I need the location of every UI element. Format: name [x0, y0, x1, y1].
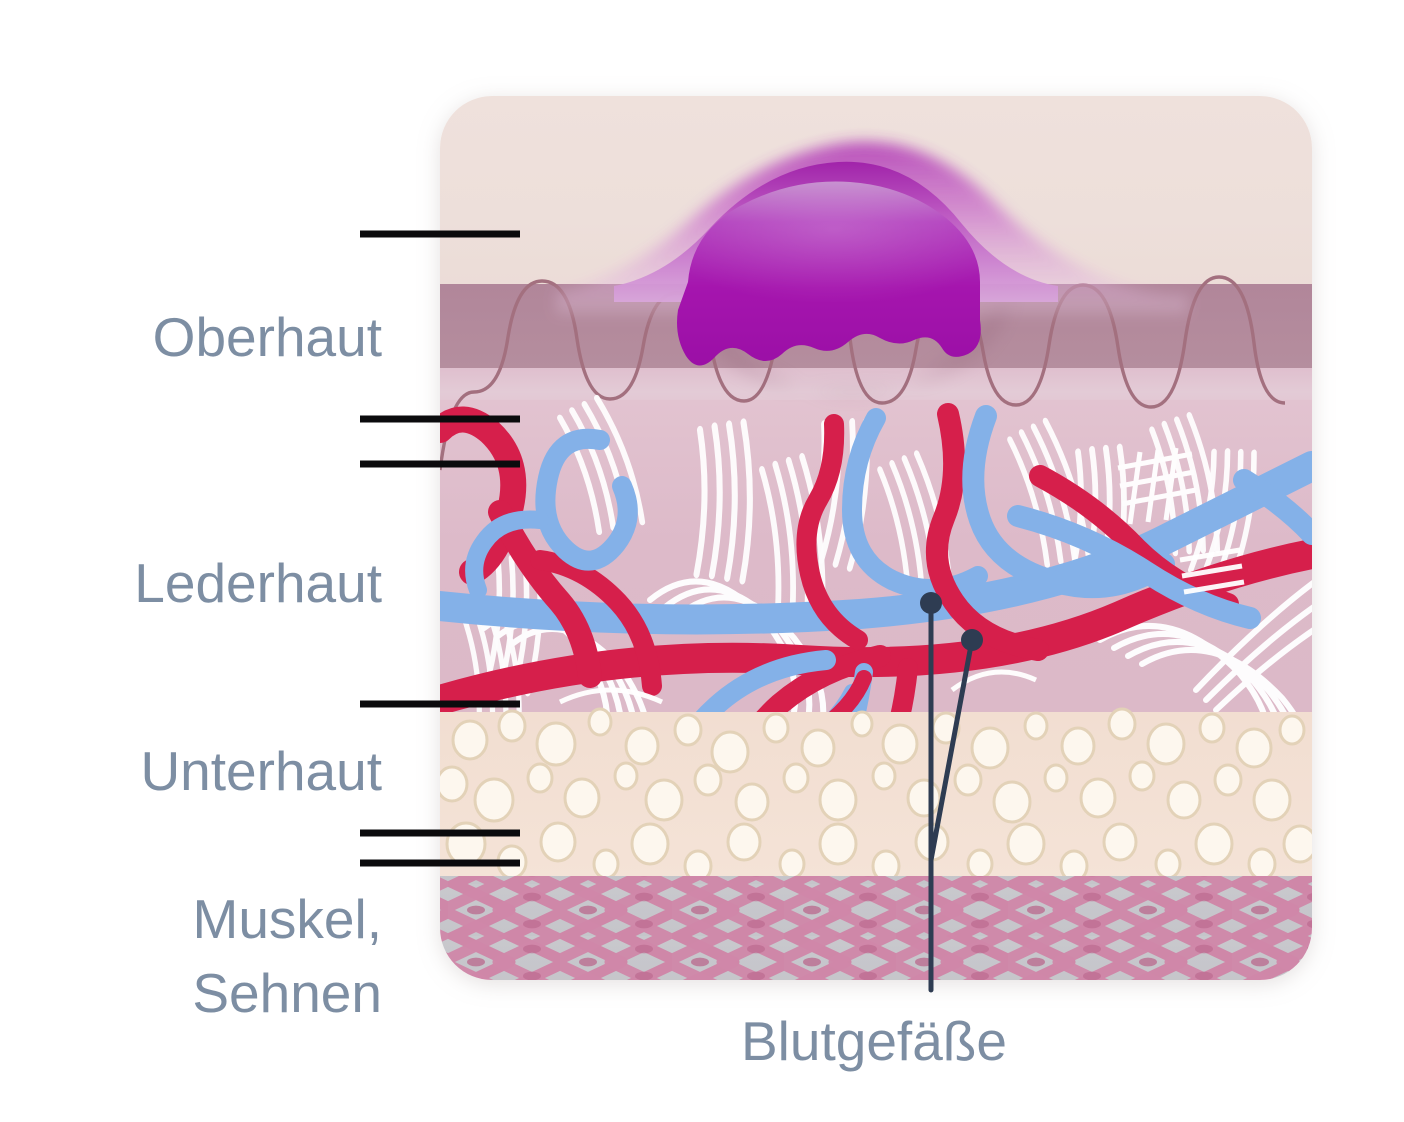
vein-left-desc	[465, 510, 549, 599]
vein-right-top	[1233, 469, 1312, 545]
artery-center-capillary	[796, 414, 868, 650]
vessel-pointers	[920, 592, 983, 993]
fat-cells	[440, 707, 1312, 883]
label-lederhaut: Lederhaut	[134, 552, 382, 614]
label-oberhaut: Oberhaut	[153, 306, 382, 368]
skin-lesion	[556, 141, 1188, 395]
leader-lines	[360, 230, 520, 867]
skin-cross-section	[440, 96, 1312, 980]
artery-center-2	[925, 403, 1049, 661]
vein-right-branch	[1007, 505, 1261, 629]
rete-ridge-boundary	[440, 251, 1286, 471]
label-muskel-sehnen-line1: Muskel,	[193, 888, 383, 950]
collagen-overlay	[558, 547, 1245, 705]
label-blutgefaesse: Blutgefäße	[741, 1010, 1007, 1072]
pointer-line-artery	[928, 637, 975, 863]
label-muskel-sehnen-line2: Sehnen	[192, 962, 382, 1024]
vein-left-loop	[535, 428, 638, 571]
vein-center-2	[962, 405, 1175, 599]
pointer-dot-artery	[961, 629, 983, 651]
label-unterhaut: Unterhaut	[140, 740, 382, 802]
pointer-dot-vein	[920, 592, 942, 614]
artery-left-trunk	[488, 500, 602, 688]
layer-muscle	[440, 876, 1312, 980]
artery-left-branch	[530, 550, 662, 696]
